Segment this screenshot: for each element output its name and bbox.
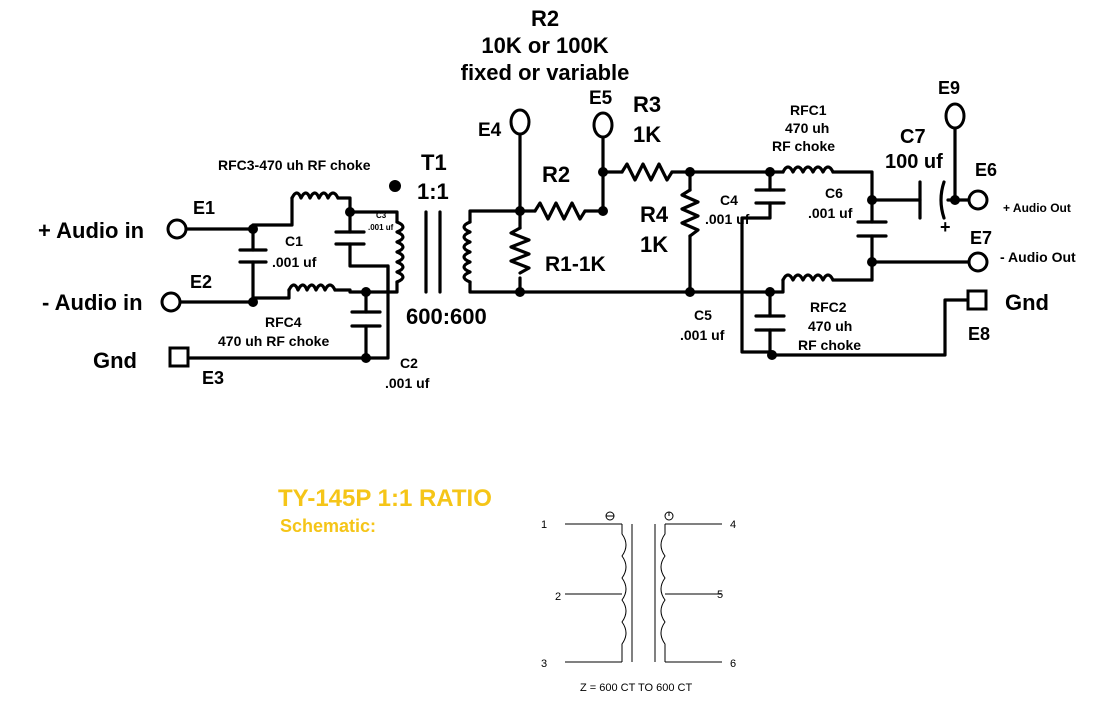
rfc2-value: 470 uh [808,318,852,334]
r4-label: R4 [640,202,669,227]
t1-ratio: 1:1 [417,179,449,204]
gnd-right-label: Gnd [1005,290,1049,315]
e1-label: E1 [193,198,215,218]
c7-value: 100 uf [885,151,943,173]
c4-label: C4 [720,192,738,208]
junction-dots [248,167,960,363]
terminals [160,102,989,368]
rfc4-coil [287,283,337,292]
resistor-r2 [533,201,587,221]
pin-6: 6 [730,658,736,670]
rfc2-type: RF choke [798,337,861,353]
pin-4: 4 [730,519,736,531]
e4-label: E4 [478,120,502,141]
rfc3-coil [290,191,340,200]
resistor-r1 [509,226,531,275]
resistor-r3 [620,162,674,182]
audio-in-minus-label: - Audio in [42,290,143,315]
schematic-title: TY-145P 1:1 RATIO [278,485,492,512]
terminal-e6 [967,189,989,211]
resistor-r4 [680,188,700,238]
c6-value: .001 uf [808,205,853,221]
rfc4-label: RFC4 [265,314,302,330]
t1-impedance: 600:600 [406,304,487,329]
r2-type: fixed or variable [461,60,630,85]
rfc1-type: RF choke [772,138,835,154]
rfc3-label: RFC3-470 uh RF choke [218,157,371,173]
e8-label: E8 [968,324,990,344]
audio-out-minus-label: - Audio Out [1000,249,1076,265]
terminal-e1 [166,218,188,240]
c3-label: C3 [376,211,387,220]
capacitor-c5 [754,314,786,332]
e6-label: E6 [975,160,997,180]
c7-plus: + [940,217,951,237]
c6-label: C6 [825,185,843,201]
c3-value: .001 uf [368,223,394,232]
r2-title: R2 [531,6,559,31]
rfc2-coil [781,273,835,282]
c4-value: .001 uf [705,211,750,227]
r2-value: 10K or 100K [481,33,608,58]
r4-value: 1K [640,232,668,257]
capacitor-c4 [754,188,786,205]
c2-label: C2 [400,355,418,371]
r3-label: R3 [633,92,661,117]
c5-value: .001 uf [680,327,725,343]
rfc1-label: RFC1 [790,102,827,118]
e9-label: E9 [938,78,960,98]
terminal-e8 [966,289,988,311]
transformer-t1 [395,210,472,294]
c2-value: .001 uf [385,375,430,391]
audio-in-plus-label: + Audio in [38,218,144,243]
rfc4-value: 470 uh RF choke [218,333,329,349]
capacitor-c2 [350,310,382,328]
wires [178,126,970,360]
pin-2: 2 [555,591,561,603]
rfc2-label: RFC2 [810,299,847,315]
r3-value: 1K [633,122,661,147]
pin-1: 1 [541,519,547,531]
capacitor-c6 [856,220,888,238]
capacitor-c7 [918,180,946,220]
terminal-e7 [967,251,989,273]
rfc1-coil [781,165,835,174]
e2-label: E2 [190,272,212,292]
labels: R2 10K or 100K fixed or variable E4 E5 R… [38,6,1076,391]
e3-label: E3 [202,368,224,388]
capacitor-c3 [334,230,366,246]
impedance-label: Z = 600 CT TO 600 CT [580,682,692,694]
terminal-e2 [160,291,182,313]
e7-label: E7 [970,228,992,248]
c5-label: C5 [694,307,712,323]
terminal-e4 [509,108,531,136]
terminal-e3 [168,346,190,368]
t1-label: T1 [421,150,447,175]
c7-label: C7 [900,126,926,148]
audio-out-plus-label: + Audio Out [1003,201,1071,215]
c1-label: C1 [285,233,303,249]
gnd-left-label: Gnd [93,348,137,373]
r1-label: R1-1K [545,253,606,276]
rfc1-value: 470 uh [785,120,829,136]
e5-label: E5 [589,88,613,109]
pin-5: 5 [717,589,723,601]
capacitor-c1 [238,248,268,264]
pin-3: 3 [541,658,547,670]
schematic-subtitle: Schematic: [280,516,376,536]
c1-value: .001 uf [272,254,317,270]
terminal-e5 [592,111,614,139]
ty145p-schematic: TY-145P 1:1 RATIO Schematic: 1 2 3 4 5 6… [278,485,736,694]
terminal-e9 [944,102,966,130]
r2-label: R2 [542,162,570,187]
